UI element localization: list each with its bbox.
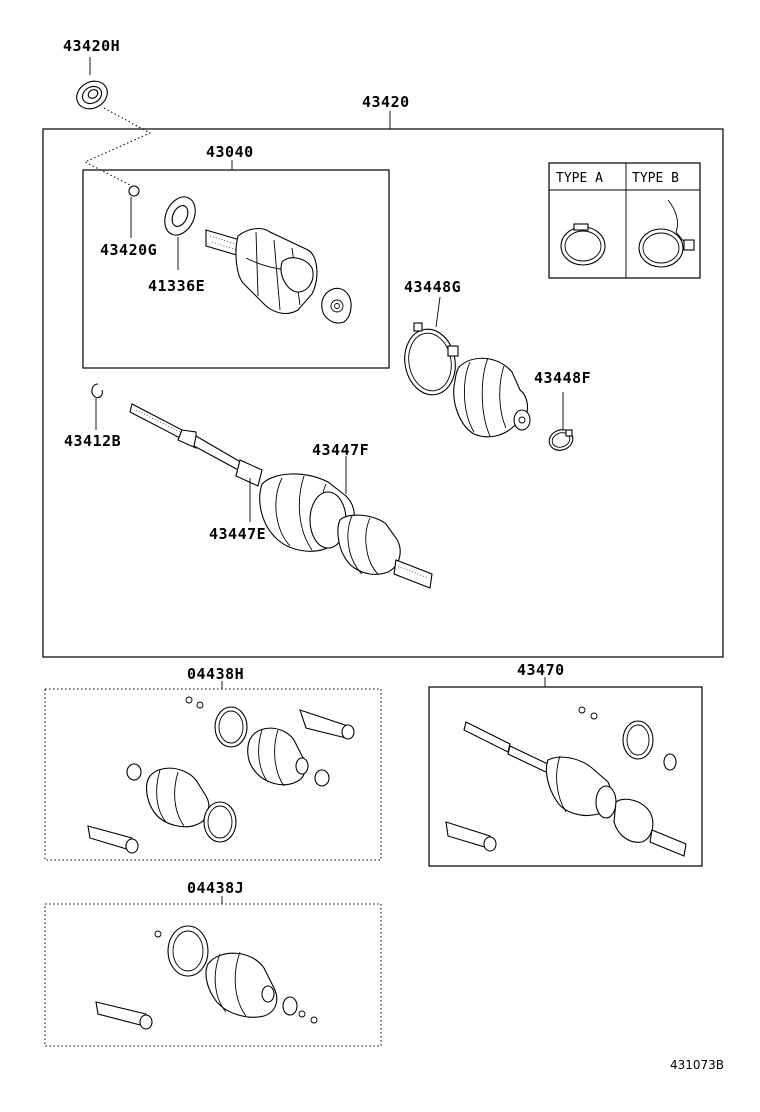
part-tripod[interactable] [321,287,352,324]
part-43448F-clamp[interactable] [546,426,575,453]
type-b-label: TYPE B [632,171,679,186]
frame-43420 [42,128,724,658]
callout-43447F: 43447F [312,441,369,459]
part-outboard-boot[interactable] [259,473,433,589]
part-41336E-washer[interactable] [159,192,201,240]
type-a-label: TYPE A [556,171,603,186]
callout-41336E: 41336E [148,277,205,295]
part-43412B-snap-ring[interactable] [91,383,103,399]
callout-43420: 43420 [362,93,410,111]
frame-43470 [428,686,703,867]
part-43448G-clamp[interactable] [400,322,461,399]
frame-43040 [82,169,390,369]
callout-43470: 43470 [517,661,565,679]
callout-43412B: 43412B [64,432,121,450]
clamp-type-legend: TYPE A TYPE B [548,162,701,279]
type-b-clamp-icon [638,199,695,268]
type-a-clamp-icon [560,223,606,266]
callout-43448F: 43448F [534,369,591,387]
diagram-id: 431073B [670,1058,724,1072]
callout-43448G: 43448G [404,278,461,296]
callout-43447E: 43447E [209,525,266,543]
part-inboard-joint[interactable] [205,227,318,315]
part-drive-shaft[interactable] [129,403,263,487]
part-43420H-seal[interactable] [72,76,113,115]
callout-04438H: 04438H [187,665,244,683]
kit-04438J-parts[interactable] [95,925,318,1030]
part-inboard-boot[interactable] [453,357,531,438]
callout-43040: 43040 [206,143,254,161]
part-43420G-ring[interactable] [128,185,140,197]
frame-04438H [44,688,382,861]
kit-04438H-parts[interactable] [87,696,355,854]
part-43470-shaft-assembly[interactable] [445,706,687,857]
frame-04438J [44,903,382,1047]
callout-43420H: 43420H [63,37,120,55]
callout-04438J: 04438J [187,879,244,897]
callout-43420G: 43420G [100,241,157,259]
